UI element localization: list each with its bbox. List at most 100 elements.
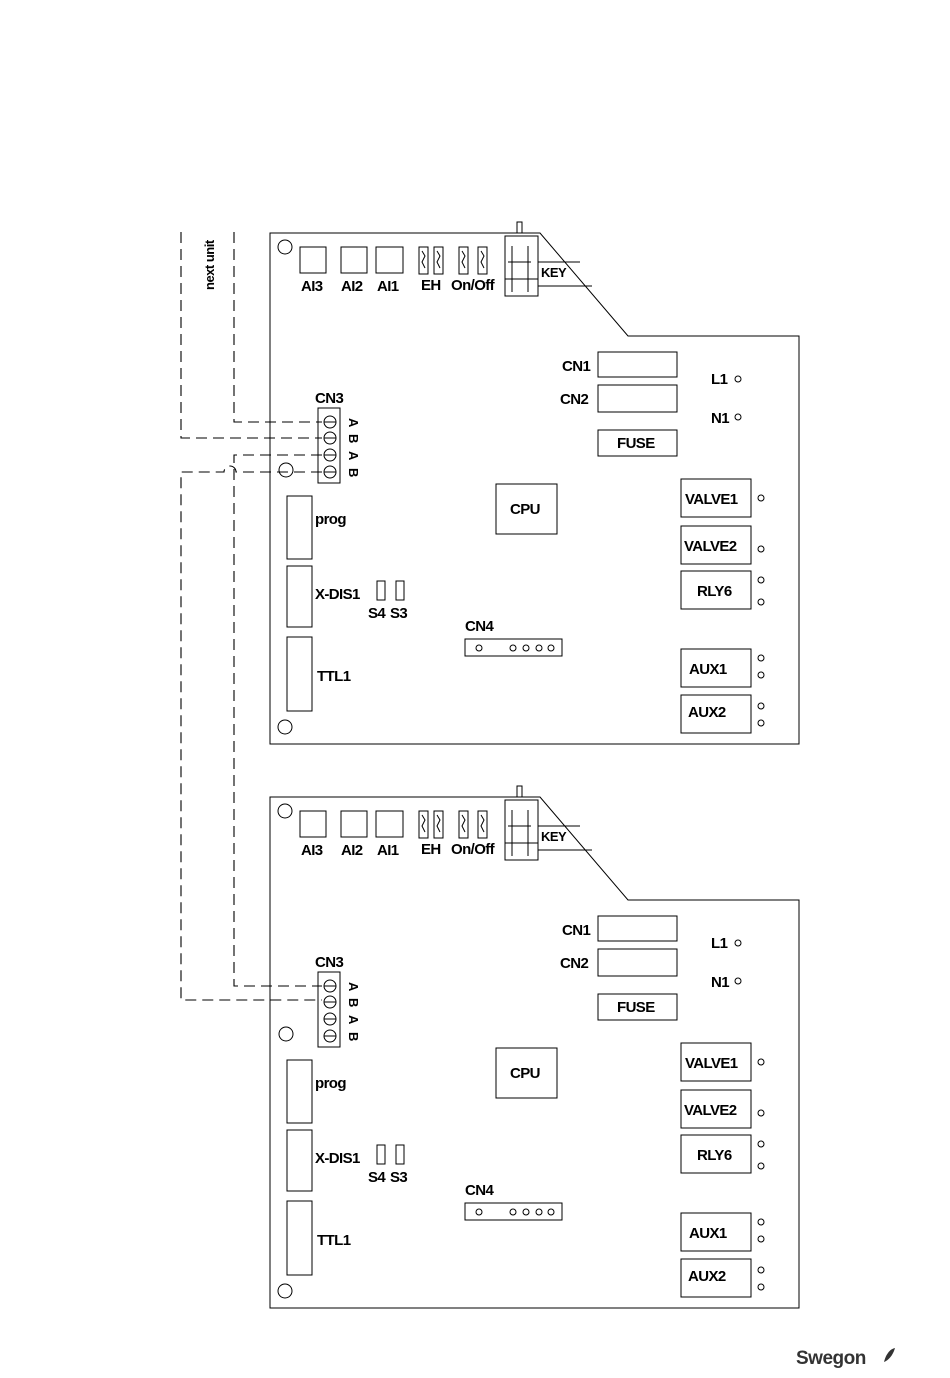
rly6-label: RLY6 [697,1147,732,1164]
control-board-top: AI3 AI2 AI1 EH On/Off KEY CN1 CN2 FUSE L… [270,222,799,744]
ai3-connector [300,811,326,837]
s3-label: S3 [390,1169,407,1186]
rly6-terminal [758,1163,764,1169]
mounting-hole [279,1027,293,1041]
valve2-terminal [758,1110,764,1116]
cn2-label: CN2 [560,391,588,408]
aux2-label: AUX2 [688,704,726,721]
valve2-terminal [758,546,764,552]
aux2-terminal [758,703,764,709]
cn4-label: CN4 [465,1182,494,1199]
valve1-terminal [758,495,764,501]
l1-label: L1 [711,371,728,388]
key-switch: KEY [505,786,592,860]
s4-label: S4 [368,605,386,622]
ai2-label: AI2 [341,842,363,859]
onoff-terminal [478,811,487,838]
onoff-label: On/Off [451,277,496,294]
l1-terminal [735,940,741,946]
xdis1-label: X-DIS1 [315,1150,360,1167]
n1-terminal [735,978,741,984]
aux2-label: AUX2 [688,1268,726,1285]
aux2-terminal [758,1267,764,1273]
cn4-label: CN4 [465,618,494,635]
ttl1-connector [287,1201,312,1275]
valve1-label: VALVE1 [685,1055,738,1072]
eh-terminal [419,811,428,838]
control-board-bottom: AI3 AI2 AI1 EH On/Off KEY CN1 CN2 FUSE L… [270,786,799,1308]
ai3-connector [300,247,326,273]
onoff-terminal [459,247,468,274]
s3-switch [396,1145,404,1164]
eh-terminal [434,811,443,838]
valve1-label: VALVE1 [685,491,738,508]
aux1-terminal [758,655,764,661]
xdis1-connector [287,1130,312,1191]
ai1-connector [376,811,403,837]
cn3-pin-a: A [346,418,361,428]
rly6-label: RLY6 [697,583,732,600]
cn1-connector [598,916,677,941]
mounting-hole [278,240,292,254]
cn1-connector [598,352,677,377]
eh-label: EH [421,841,441,858]
aux2-terminal [758,720,764,726]
mounting-hole [278,720,292,734]
eh-terminal [419,247,428,274]
cn1-label: CN1 [562,358,590,375]
s3-switch [396,581,404,600]
key-label: KEY [541,265,567,280]
key-label: KEY [541,829,567,844]
valve2-label: VALVE2 [684,538,737,555]
next-unit-label: next unit [202,239,217,290]
aux2-terminal [758,1284,764,1290]
cn2-connector [598,949,677,976]
prog-connector [287,496,312,559]
leaf-icon [884,1348,895,1362]
ai1-connector [376,247,403,273]
valve1-terminal [758,1059,764,1065]
s4-switch [377,581,385,600]
ai3-label: AI3 [301,842,323,859]
cn3-pin-b: B [346,1032,361,1041]
cn2-connector [598,385,677,412]
ai2-connector [341,247,367,273]
rly6-terminal [758,577,764,583]
aux1-label: AUX1 [689,1225,727,1242]
s3-label: S3 [390,605,407,622]
n1-label: N1 [711,410,729,427]
cpu-label: CPU [510,501,540,518]
bus-wire-a-top [234,232,322,422]
mounting-hole [278,1284,292,1298]
cn1-label: CN1 [562,922,590,939]
eh-label: EH [421,277,441,294]
brand-name: Swegon [796,1348,866,1369]
aux1-terminal [758,1219,764,1225]
key-switch: KEY [505,222,592,296]
bus-wire-b-chain [181,466,322,1000]
xdis1-connector [287,566,312,627]
l1-terminal [735,376,741,382]
cn3-label: CN3 [315,954,343,971]
aux1-terminal [758,1236,764,1242]
cn3-pin-a: A [346,982,361,992]
onoff-label: On/Off [451,841,496,858]
ai1-label: AI1 [377,278,399,295]
ttl1-label: TTL1 [317,1232,351,1249]
onoff-terminal [459,811,468,838]
bus-wire-a-chain [234,455,322,986]
bus-wiring: next unit [181,232,322,1000]
brand-logo: Swegon [796,1348,895,1369]
valve2-label: VALVE2 [684,1102,737,1119]
ai1-label: AI1 [377,842,399,859]
l1-label: L1 [711,935,728,952]
ttl1-label: TTL1 [317,668,351,685]
cn2-label: CN2 [560,955,588,972]
ai2-label: AI2 [341,278,363,295]
ttl1-connector [287,637,312,711]
prog-connector [287,1060,312,1123]
cn3-label: CN3 [315,390,343,407]
aux1-terminal [758,672,764,678]
prog-label: prog [315,511,346,528]
